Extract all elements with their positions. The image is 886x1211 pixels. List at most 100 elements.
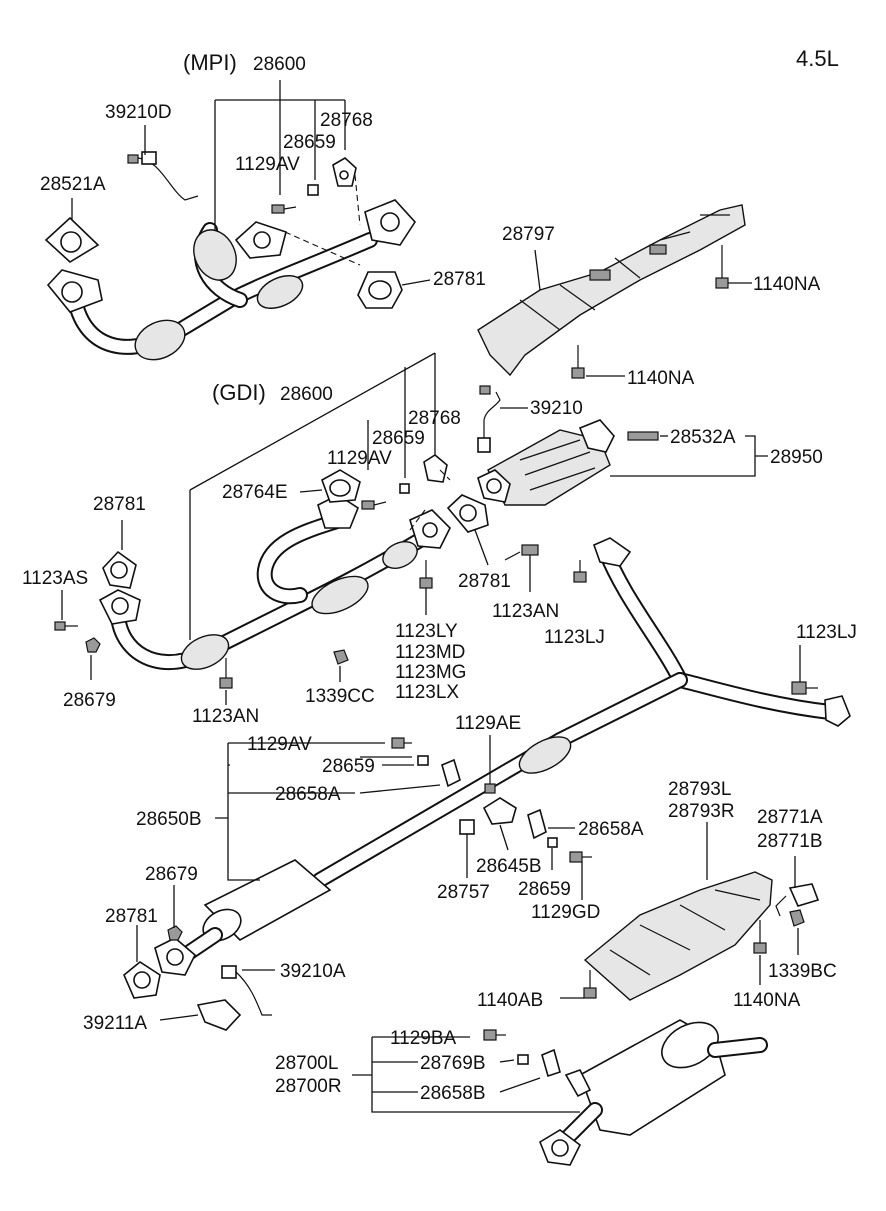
part-28781-mid: 28781 bbox=[105, 906, 158, 927]
mpi-label: (MPI) bbox=[183, 50, 237, 75]
part-28700L: 28700L bbox=[275, 1053, 338, 1074]
gdi-part-1123LJ: 1123LJ bbox=[544, 627, 605, 648]
insulator-28659-right bbox=[547, 837, 558, 848]
part-1140NA-bottom: 1140NA bbox=[733, 990, 801, 1011]
bolt-1129GD bbox=[569, 851, 592, 863]
gdi-insulator-28659 bbox=[399, 483, 410, 494]
bolt-1129AV-mid bbox=[391, 737, 412, 749]
part-1339BC: 1339BC bbox=[768, 961, 837, 982]
gdi-part-28659: 28659 bbox=[372, 428, 425, 449]
part-1129AE: 1129AE bbox=[455, 713, 521, 734]
engine-size-label: 4.5L bbox=[796, 46, 839, 71]
part-28659-mid: 28659 bbox=[322, 756, 375, 777]
clip-1339BC bbox=[789, 909, 805, 927]
gdi-bolt-1123AN-left bbox=[219, 658, 233, 689]
mpi-hanger-28768 bbox=[332, 157, 357, 187]
part-28645B: 28645B bbox=[476, 856, 542, 877]
insulator-28659-mid bbox=[417, 755, 429, 766]
part-28793R: 28793R bbox=[668, 801, 735, 822]
part-39210A: 39210A bbox=[280, 961, 346, 982]
part-28771A: 28771A bbox=[757, 807, 823, 828]
bracket-39211A bbox=[196, 999, 242, 1031]
part-28659-right: 28659 bbox=[518, 879, 571, 900]
gdi-part-1339CC: 1339CC bbox=[305, 686, 375, 707]
part-1140NA-lower: 1140NA bbox=[627, 368, 695, 389]
part-28658A-left: 28658A bbox=[275, 784, 341, 805]
gdi-part-1123LX: 1123LX bbox=[395, 682, 459, 703]
hanger-28658A-right bbox=[527, 808, 547, 840]
gasket-28781-mid bbox=[123, 961, 161, 999]
gdi-part-28950: 28950 bbox=[770, 447, 823, 468]
bolt-1129BA bbox=[483, 1029, 506, 1041]
bolt-1140NA-bottom bbox=[753, 920, 767, 954]
mpi-part-1129AV: 1129AV bbox=[235, 154, 300, 175]
gdi-bolt-1123AS bbox=[54, 621, 78, 631]
part-28793L: 28793L bbox=[668, 779, 731, 800]
hanger-28658A-left bbox=[441, 758, 461, 788]
bracket-28645B bbox=[482, 797, 517, 825]
mpi-part-28600: 28600 bbox=[253, 54, 306, 75]
part-28757: 28757 bbox=[437, 882, 490, 903]
mpi-front-pipe bbox=[46, 199, 417, 361]
rear-muffler bbox=[539, 1019, 768, 1166]
gdi-gasket-28764E bbox=[321, 469, 361, 503]
part-28771B: 28771B bbox=[757, 831, 823, 852]
mpi-bolt-1129AV bbox=[271, 204, 297, 214]
gdi-catalytic-converter bbox=[477, 419, 615, 506]
gdi-part-28600: 28600 bbox=[280, 384, 333, 405]
bolt-1129AE bbox=[484, 760, 496, 794]
heat-shield-28797 bbox=[477, 204, 746, 377]
gdi-part-28764E: 28764E bbox=[222, 482, 288, 503]
gdi-front-pipe bbox=[98, 494, 451, 671]
gdi-part-39210: 39210 bbox=[530, 398, 583, 419]
part-28679-mid: 28679 bbox=[145, 864, 198, 885]
gdi-part-1129AV: 1129AV bbox=[327, 448, 392, 469]
part-1129GD: 1129GD bbox=[531, 902, 600, 923]
mpi-part-39210D: 39210D bbox=[105, 102, 172, 123]
mpi-oxygen-sensor-39210D bbox=[127, 151, 199, 201]
part-28700R: 28700R bbox=[275, 1076, 342, 1097]
mpi-flange-gasket bbox=[234, 221, 287, 259]
y-pipe bbox=[592, 537, 851, 727]
mpi-part-28659: 28659 bbox=[283, 132, 336, 153]
gdi-part-28781-right: 28781 bbox=[458, 571, 511, 592]
part-28658A-right: 28658A bbox=[578, 819, 644, 840]
gdi-stud-28532A bbox=[627, 431, 659, 441]
gdi-part-28679: 28679 bbox=[63, 690, 116, 711]
mpi-part-28521A: 28521A bbox=[40, 174, 106, 195]
gdi-part-28781-left: 28781 bbox=[93, 494, 146, 515]
gdi-bolt-1129AV bbox=[361, 500, 387, 510]
mpi-insulator-28659 bbox=[307, 184, 319, 196]
gdi-part-1123MG: 1123MG bbox=[395, 662, 466, 683]
gdi-part-1123LY: 1123LY bbox=[395, 621, 458, 642]
mpi-part-28768: 28768 bbox=[320, 110, 373, 131]
mpi-gasket-28521A bbox=[44, 216, 100, 263]
gdi-part-28532A: 28532A bbox=[670, 427, 736, 448]
bolt-1140NA-lower bbox=[571, 345, 585, 379]
gdi-bolt-1123AN-right bbox=[504, 544, 539, 561]
hanger-28658B bbox=[541, 1048, 561, 1078]
clamp-28757 bbox=[459, 819, 475, 835]
gdi-nut-28679 bbox=[85, 637, 101, 653]
mpi-part-28781: 28781 bbox=[433, 269, 486, 290]
mpi-gasket-28781 bbox=[357, 271, 403, 309]
gdi-gasket-28781-right bbox=[446, 494, 489, 533]
nut-28679-mid bbox=[167, 925, 183, 941]
gdi-part-1123AN-left: 1123AN bbox=[192, 706, 259, 727]
bolt-1140NA-upper bbox=[715, 245, 729, 289]
part-1129AV-mid: 1129AV bbox=[247, 734, 312, 755]
bolt-1123LJ-y bbox=[791, 681, 818, 695]
part-1129BA: 1129BA bbox=[390, 1028, 457, 1049]
gdi-bolt-1123LY-group bbox=[419, 560, 433, 589]
gdi-part-1123MD: 1123MD bbox=[395, 642, 465, 663]
oxygen-sensor-39210A bbox=[221, 965, 272, 1016]
part-28769B: 28769B bbox=[420, 1053, 486, 1074]
part-39211A: 39211A bbox=[83, 1013, 147, 1034]
heat-shield-28793 bbox=[583, 871, 773, 1001]
bolt-1123LJ-gdi bbox=[573, 560, 587, 583]
part-28650B: 28650B bbox=[136, 809, 202, 830]
part-28658B: 28658B bbox=[420, 1083, 486, 1104]
part-28797: 28797 bbox=[502, 224, 555, 245]
gdi-part-28768: 28768 bbox=[408, 408, 461, 429]
